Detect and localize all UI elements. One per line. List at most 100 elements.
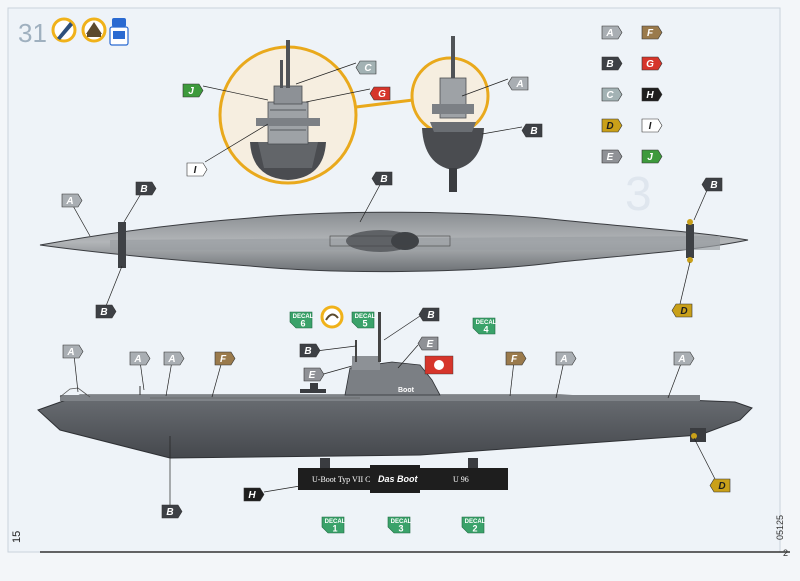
- legend-chip-a: A: [601, 25, 623, 40]
- callout-letter: B: [710, 180, 717, 191]
- bow-view: [422, 36, 484, 192]
- callout-a-22: A: [673, 351, 695, 366]
- callout-flag-shape: [303, 367, 325, 382]
- callout-c-1: C: [355, 60, 377, 75]
- callout-f-20: F: [505, 351, 527, 366]
- callout-letter: G: [378, 89, 386, 100]
- legend-chip-c: C: [601, 87, 623, 102]
- corner-mark: 2: [783, 548, 788, 558]
- stand-label-left: U-Boot Typ VII C: [312, 475, 370, 484]
- callout-flag-shape: [701, 177, 723, 192]
- callout-letter: I: [194, 165, 197, 176]
- callout-b-6: B: [371, 171, 393, 186]
- callout-h-23: H: [243, 487, 265, 502]
- side-code: 05125: [775, 515, 785, 540]
- callout-b-13: B: [299, 343, 321, 358]
- decal-marker-shape: [461, 516, 485, 534]
- callout-letter: F: [220, 354, 227, 365]
- callout-i-3: I: [186, 162, 208, 177]
- decal-marker-shape: [387, 516, 411, 534]
- callout-letter: E: [309, 370, 316, 381]
- callout-letter: D: [680, 306, 687, 317]
- detail-connector: [355, 98, 414, 109]
- callout-letter: B: [166, 507, 173, 518]
- leader-lines: [71, 62, 717, 505]
- decal-label: DECAL: [293, 314, 314, 320]
- callout-b-9: B: [701, 177, 723, 192]
- callout-letter: H: [646, 90, 654, 101]
- callout-g-2: G: [369, 86, 391, 101]
- callout-flag-shape: [671, 303, 693, 318]
- callout-letter: E: [607, 152, 614, 163]
- decal-marker-shape: [472, 317, 496, 335]
- decal-apply-icon: [320, 305, 344, 329]
- legend-chip-e: E: [601, 149, 623, 164]
- callout-e-14: E: [417, 336, 439, 351]
- callout-flag-shape: [95, 304, 117, 319]
- callout-letter: A: [133, 354, 141, 365]
- callout-flag-shape: [709, 478, 731, 493]
- callout-letter: H: [248, 490, 256, 501]
- decal-marker-shape: [289, 311, 313, 329]
- callout-letter: J: [647, 152, 653, 163]
- callout-flag-shape: [355, 60, 377, 75]
- detail-circle-large: [218, 40, 358, 185]
- callout-letter: E: [427, 339, 434, 350]
- decal-number: 2: [472, 524, 477, 534]
- callout-flag-shape: [521, 123, 543, 138]
- callout-flag-shape: [62, 344, 84, 359]
- callout-letter: I: [649, 121, 652, 132]
- watermark-numeral: 3: [625, 168, 652, 221]
- callout-b-8: B: [135, 181, 157, 196]
- callout-a-18: A: [163, 351, 185, 366]
- callout-b-5: B: [521, 123, 543, 138]
- callout-f-19: F: [214, 351, 236, 366]
- callout-flag-shape: [505, 351, 527, 366]
- callout-flag-shape: [163, 351, 185, 366]
- stand-label-right: U 96: [453, 475, 469, 484]
- decal-marker-shape: [351, 311, 375, 329]
- callout-d-11: D: [671, 303, 693, 318]
- callout-letter: C: [364, 63, 372, 74]
- callout-flag-shape: [641, 87, 663, 102]
- paint-jar-icon: [109, 18, 129, 46]
- callout-j-0: J: [182, 83, 204, 98]
- decal-label: DECAL: [325, 519, 346, 525]
- stand-logo: Das Boot: [378, 474, 419, 484]
- callout-flag-shape: [555, 351, 577, 366]
- display-stand: U-Boot Typ VII C Das Boot U 96: [298, 458, 508, 493]
- callout-b-10: B: [95, 304, 117, 319]
- decal-label: DECAL: [465, 519, 486, 525]
- callout-a-21: A: [555, 351, 577, 366]
- callout-flag-shape: [601, 87, 623, 102]
- callout-flag-shape: [601, 149, 623, 164]
- callout-flag-shape: [417, 336, 439, 351]
- decal-number: 5: [362, 319, 367, 329]
- callout-letter: B: [380, 174, 387, 185]
- hull-emblem: Boot: [398, 387, 415, 394]
- callout-flag-shape: [182, 83, 204, 98]
- callout-flag-shape: [214, 351, 236, 366]
- callout-letter: J: [188, 86, 194, 97]
- decal-label: DECAL: [476, 320, 497, 326]
- callout-b-12: B: [418, 307, 440, 322]
- callout-flag-shape: [129, 351, 151, 366]
- callout-b-24: B: [161, 504, 183, 519]
- callout-letter: A: [605, 28, 613, 39]
- stacking-tool-icon: [81, 17, 107, 43]
- callout-flag-shape: [299, 343, 321, 358]
- callout-letter: D: [718, 481, 725, 492]
- decal-label: DECAL: [355, 314, 376, 320]
- legend-chip-b: B: [601, 56, 623, 71]
- callout-flag-shape: [601, 56, 623, 71]
- legend-chip-i: I: [641, 118, 663, 133]
- callout-d-25: D: [709, 478, 731, 493]
